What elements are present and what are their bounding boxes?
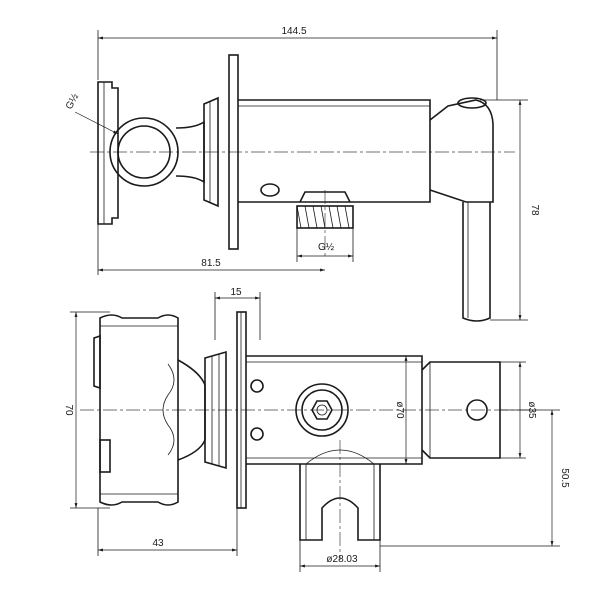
front-view: 15 70 ø70 bbox=[63, 287, 570, 572]
lever-hub bbox=[429, 99, 494, 203]
outlet-bore bbox=[316, 404, 328, 416]
inlet-ring-inner bbox=[117, 125, 171, 179]
dimension-wall-depth: 43 bbox=[152, 538, 164, 549]
lever-cap bbox=[457, 97, 487, 109]
thread-hatch bbox=[296, 205, 350, 229]
inlet-slot bbox=[99, 439, 111, 473]
holder-arc bbox=[305, 449, 375, 465]
dimension-holder-diameter: ø28.03 bbox=[326, 554, 358, 565]
inlet-lug bbox=[93, 334, 101, 390]
dimension-height: 78 bbox=[529, 204, 540, 216]
inlet-thread-label: G½ bbox=[64, 91, 82, 111]
cover-plate bbox=[236, 311, 247, 509]
inlet-body bbox=[99, 314, 179, 506]
dimension-inlet-to-wall: 81.5 bbox=[201, 258, 221, 269]
lever-arm bbox=[462, 202, 491, 322]
outlet-fitting-inner bbox=[301, 389, 343, 431]
outlet-thread-label: G½ bbox=[318, 242, 335, 253]
shower-holder bbox=[299, 464, 381, 541]
wall-bracket bbox=[97, 81, 119, 225]
top-view: 144.5 78 G½ bbox=[64, 26, 540, 322]
screw-bottom bbox=[250, 427, 264, 441]
cover-plate bbox=[228, 54, 239, 250]
outlet-nipple bbox=[299, 191, 351, 203]
dimension-body-diameter: ø70 bbox=[394, 401, 405, 419]
thread-leader bbox=[74, 111, 119, 135]
valve-body bbox=[238, 99, 431, 203]
dimension-plate-offset: 15 bbox=[230, 287, 242, 298]
body-hole bbox=[260, 183, 280, 197]
hex-nut bbox=[203, 96, 219, 208]
knob-hole bbox=[466, 399, 488, 421]
dimension-overall-length: 144.5 bbox=[281, 26, 306, 37]
dimension-body-height: 70 bbox=[63, 404, 74, 416]
outlet-fitting-outer bbox=[295, 383, 349, 437]
screw-top bbox=[250, 379, 264, 393]
hex-flat bbox=[162, 363, 175, 456]
inlet-ring-outer bbox=[109, 117, 179, 187]
dimension-holder-height: 50.5 bbox=[559, 468, 570, 488]
outlet-hex bbox=[311, 400, 333, 420]
valve-body bbox=[246, 355, 423, 465]
